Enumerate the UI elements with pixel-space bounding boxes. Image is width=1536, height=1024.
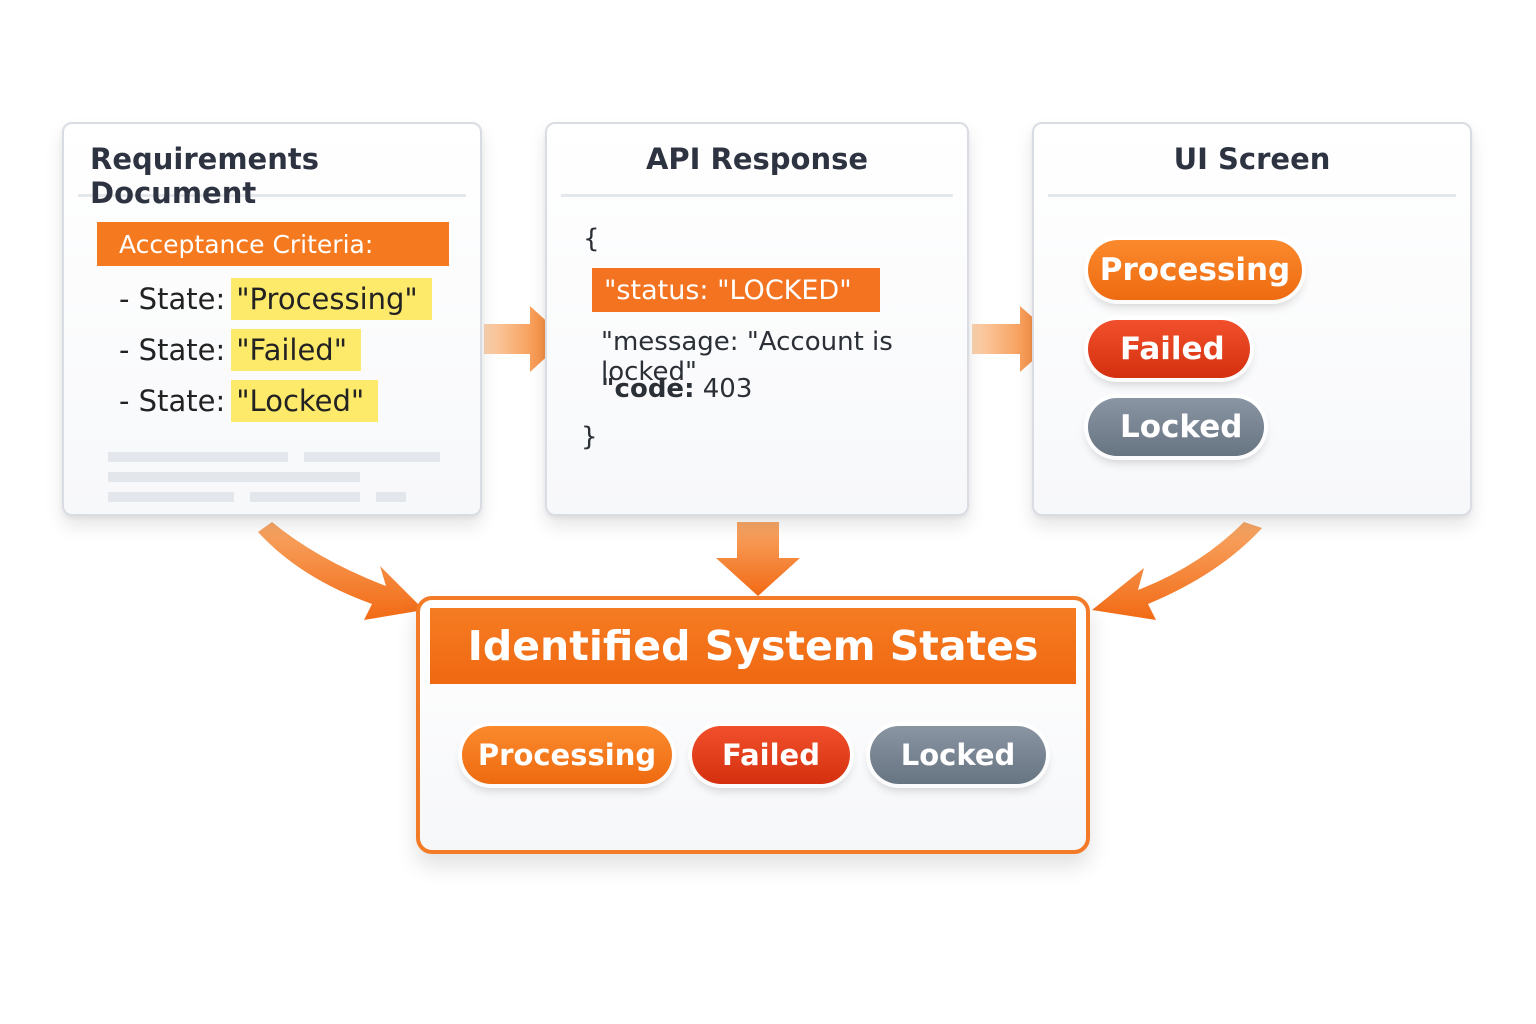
state-value-processing: "Processing" [231,278,432,320]
json-code-value: 403 [702,374,753,404]
json-code-key: "code: [601,374,695,404]
state-value-locked: "Locked" [231,380,379,422]
acceptance-criteria-label: Acceptance Criteria: [97,222,449,266]
identified-states-title: Identified System States [430,608,1076,684]
requirements-title: Requirements Document [78,142,466,210]
ui-badge-failed: Failed [1088,320,1250,378]
state-row: - State: "Locked" [119,380,379,422]
state-prefix: - State: [119,333,226,367]
ui-screen-title: UI Screen [1048,142,1456,197]
identified-states-box: Identified System States Processing Fail… [416,596,1090,854]
ui-badge-processing: Processing [1088,240,1302,300]
json-message-value: "Account is locked" [601,327,893,387]
state-prefix: - State: [119,384,226,418]
result-badge-processing: Processing [462,726,672,784]
json-message-line: "message: "Account is locked" [601,327,967,387]
arrow-req-to-result [258,522,424,620]
state-row: - State: "Failed" [119,329,362,371]
json-status-line: "status: "LOCKED" [592,268,880,312]
ui-badge-locked: Locked [1088,398,1264,456]
json-close-brace: } [581,422,598,452]
placeholder-line [250,492,360,502]
arrow-api-to-result [716,522,800,596]
placeholder-line [108,452,288,462]
result-badge-failed: Failed [692,726,850,784]
placeholder-line [376,492,406,502]
requirements-panel: Requirements Document Acceptance Criteri… [62,122,482,516]
ui-screen-panel: UI Screen Processing Failed Locked [1032,122,1472,516]
api-response-panel: API Response { "status: "LOCKED" "messag… [545,122,969,516]
placeholder-line [108,472,360,482]
api-response-title: API Response [561,142,953,197]
state-value-failed: "Failed" [231,329,362,371]
json-open-brace: { [583,224,600,254]
json-code-line: "code: 403 [601,374,752,404]
arrow-ui-to-result [1092,522,1262,620]
state-prefix: - State: [119,282,226,316]
result-badge-locked: Locked [870,726,1046,784]
placeholder-line [304,452,440,462]
json-message-key: "message: [601,327,739,357]
state-row: - State: "Processing" [119,278,432,320]
placeholder-line [108,492,234,502]
